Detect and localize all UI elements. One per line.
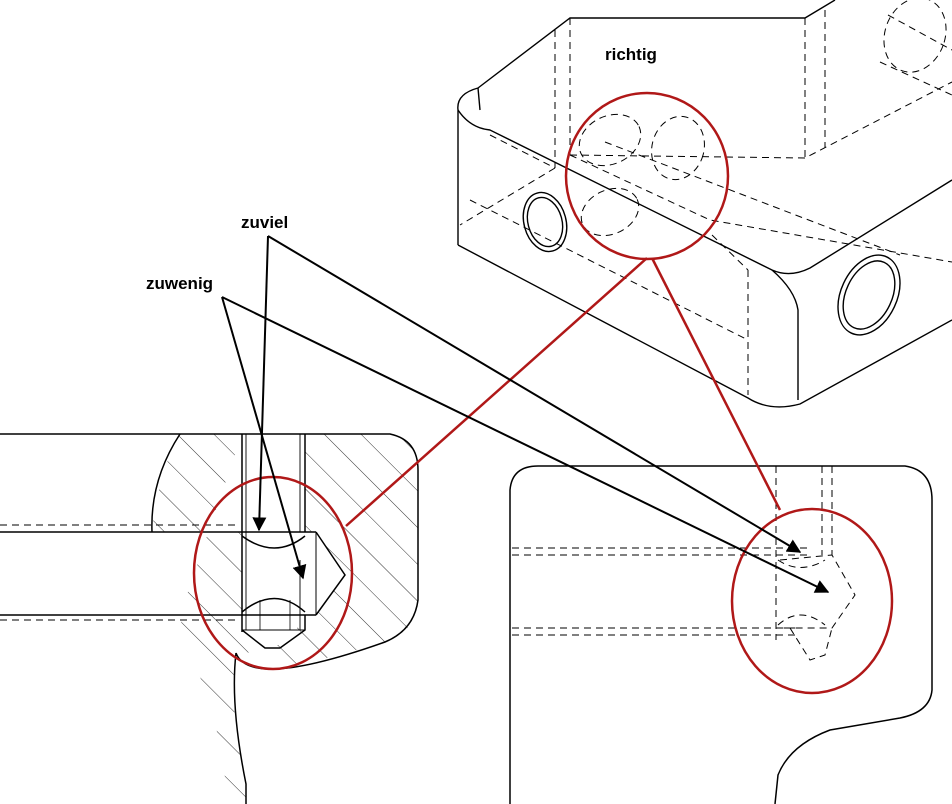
highlight-link-hidden <box>650 257 782 511</box>
label-zuviel: zuviel <box>241 213 289 232</box>
iso-hidden-lines <box>459 0 952 395</box>
label-zuwenig: zuwenig <box>146 274 214 293</box>
section-view <box>0 433 419 804</box>
label-richtig: richtig <box>605 45 657 64</box>
hidden-view-outline <box>509 465 933 804</box>
isometric-view <box>457 0 952 408</box>
hidden-view <box>509 465 933 804</box>
highlight-link-section <box>345 257 648 527</box>
highlight-circle-hidden <box>730 507 894 695</box>
leader-arrows <box>221 235 830 593</box>
arrow-zuwenig-section <box>221 296 307 580</box>
arrow-zuviel-section <box>252 235 269 532</box>
iso-side-holes <box>522 191 901 336</box>
highlight-group <box>192 91 894 695</box>
highlight-circle-iso <box>564 91 730 261</box>
arrow-zuwenig-hidden <box>221 296 830 593</box>
arrow-zuviel-hidden <box>267 235 802 553</box>
iso-outer-edges <box>477 0 836 89</box>
